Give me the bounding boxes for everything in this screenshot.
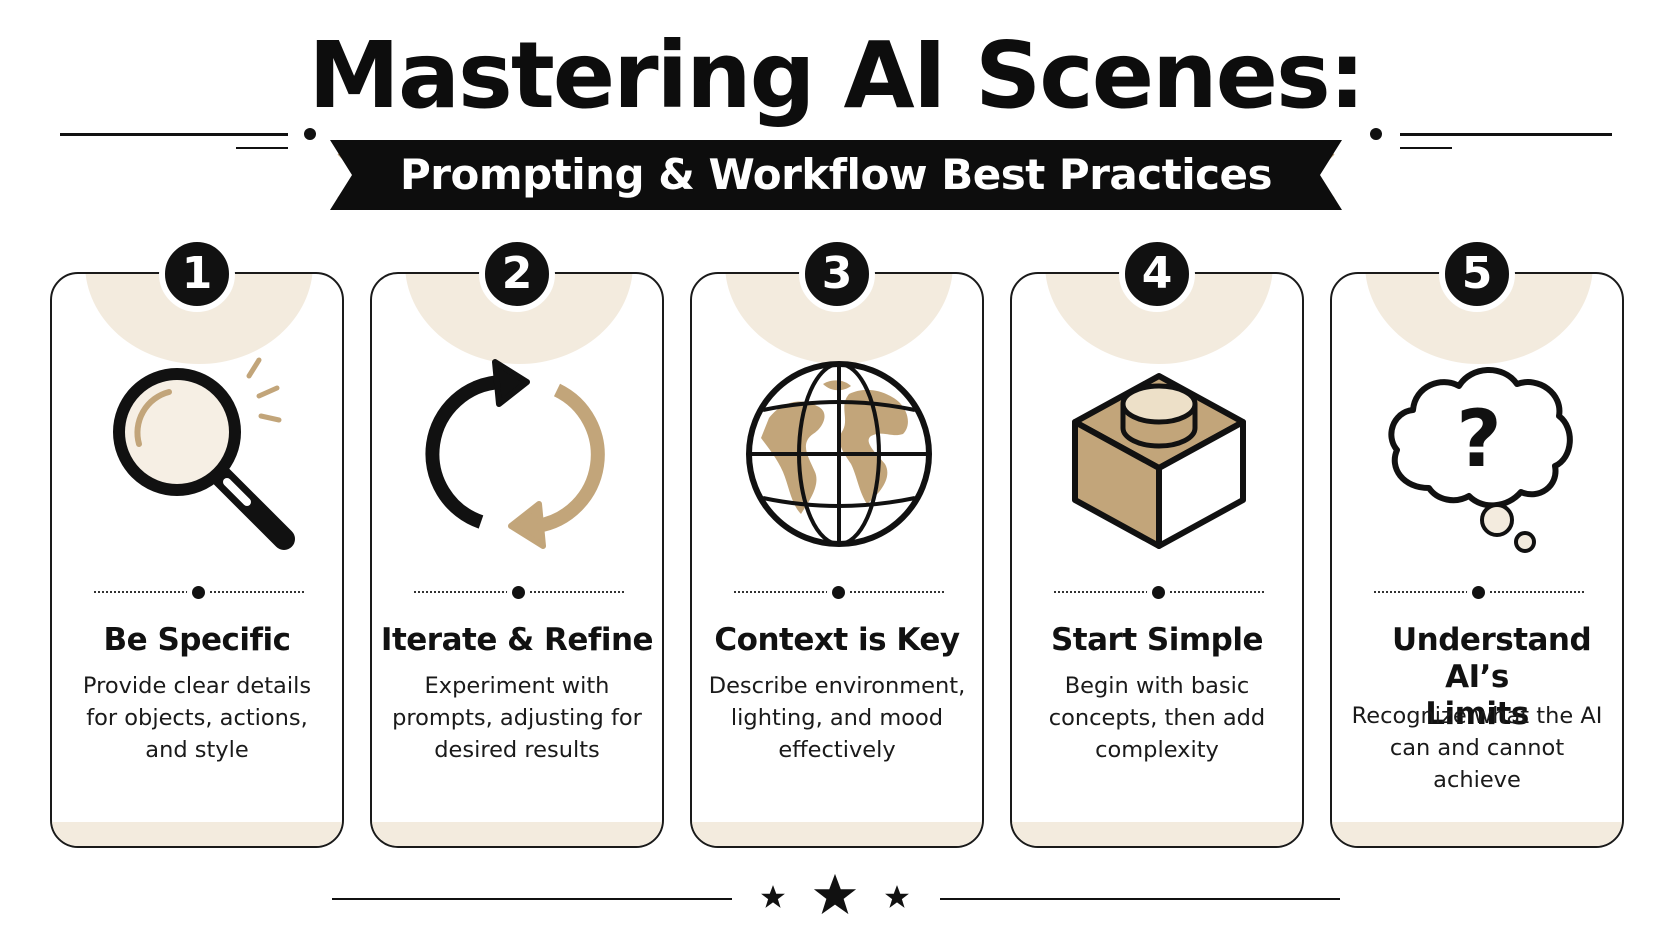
card-description: Experiment with prompts, adjusting for d…	[392, 673, 642, 763]
card-divider	[1374, 586, 1584, 599]
card-divider	[1054, 586, 1264, 599]
step-badge-2: 2	[479, 236, 555, 312]
card-title: Be Specific	[103, 622, 291, 658]
card-title: Understand AI’s Limits	[1392, 622, 1592, 732]
refresh-cycle-icon	[425, 359, 605, 549]
star-icon	[885, 885, 909, 908]
card-title: Iterate & Refine	[380, 622, 654, 658]
decor-line-left-short	[236, 147, 288, 149]
decor-dot-left	[304, 128, 316, 140]
page-title: Mastering AI Scenes:	[308, 22, 1365, 129]
footer-line-left	[332, 898, 732, 900]
magnifying-glass-icon	[113, 357, 295, 550]
step-badge-4: 4	[1119, 236, 1195, 312]
step-badge-3: 3	[799, 236, 875, 312]
card-title: Context is Key	[714, 622, 960, 658]
card-footer-band	[1332, 822, 1622, 846]
tip-card-5: ? Understand AI’s Limits Recognize what …	[1330, 272, 1624, 848]
card-description: Provide clear details for objects, actio…	[82, 673, 312, 763]
tip-card-2: Iterate & Refine Experiment with prompts…	[370, 272, 664, 848]
decor-line-right	[1400, 133, 1612, 136]
step-badge-5: 5	[1439, 236, 1515, 312]
globe-icon	[746, 361, 932, 547]
card-title: Start Simple	[1050, 622, 1264, 658]
card-footer-band	[1012, 822, 1302, 846]
card-footer-band	[52, 822, 342, 846]
building-block-icon	[1072, 373, 1246, 549]
card-description: Recognize what the AI can and cannot ach…	[1351, 703, 1603, 793]
footer-line-right	[940, 898, 1340, 900]
card-footer-band	[692, 822, 982, 846]
svg-text:?: ?	[1456, 395, 1501, 485]
subtitle: Prompting & Workflow Best Practices	[399, 150, 1273, 199]
step-badge-1: 1	[159, 236, 235, 312]
star-icon	[761, 885, 785, 908]
decor-dot-right	[1370, 128, 1382, 140]
card-footer-band	[372, 822, 662, 846]
star-icon	[813, 873, 857, 915]
decor-line-right-short	[1400, 147, 1452, 149]
card-divider	[414, 586, 624, 599]
card-description: Begin with basic concepts, then add comp…	[1048, 673, 1266, 763]
thought-bubble-question-icon: ?	[1388, 367, 1573, 553]
tip-card-3: Context is Key Describe environment, lig…	[690, 272, 984, 848]
tip-card-1: Be Specific Provide clear details for ob…	[50, 272, 344, 848]
decor-line-left	[60, 133, 288, 136]
subtitle-banner: Prompting & Workflow Best Practices	[330, 140, 1342, 210]
card-description: Describe environment, lighting, and mood…	[708, 673, 966, 763]
card-divider	[734, 586, 944, 599]
tip-card-4: Start Simple Begin with basic concepts, …	[1010, 272, 1304, 848]
banner-ribbon	[330, 140, 1342, 210]
card-divider	[94, 586, 304, 599]
